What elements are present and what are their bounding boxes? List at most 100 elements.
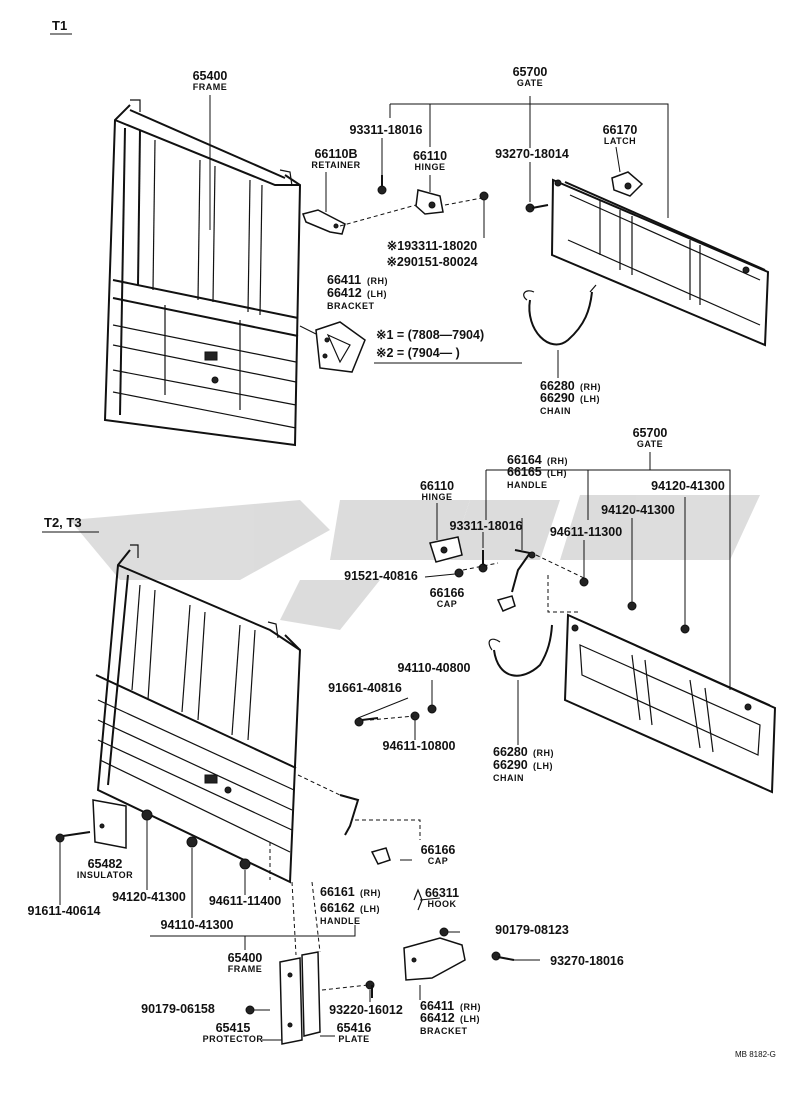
part-name: (LH) <box>367 289 387 299</box>
part-name: (RH) <box>533 748 554 758</box>
part-name: GATE <box>517 78 543 88</box>
footer-code: MB 8182-G <box>735 1050 776 1059</box>
part-name: (RH) <box>367 276 388 286</box>
label-t2-handle2-lh: 66162(LH) <box>320 901 380 915</box>
t1-bracket-drawing <box>315 321 366 373</box>
t1-frame-drawing <box>103 99 302 447</box>
t1-date-notes: ※1 = (7808—7904) ※2 = (7904— ) <box>374 328 522 364</box>
part-labels: 65400FRAME65700GATE93311-1801666110BRETA… <box>28 65 725 1044</box>
label-t2-chain-lh: 66290(LH) <box>493 758 553 772</box>
svg-text:T2, T3: T2, T3 <box>44 515 82 530</box>
part-name: (LH) <box>360 904 380 914</box>
part-number: 90179-06158 <box>141 1002 215 1016</box>
t1-retainer-drawing <box>302 209 346 235</box>
t2-insulator-drawing <box>55 799 127 849</box>
section-t1-header: T1 <box>50 18 72 35</box>
part-number: 94120-41300 <box>601 503 675 517</box>
label-t1-chain-rh: 66280(RH) <box>540 379 601 393</box>
label-t2-93311: 93311-18016 <box>450 519 523 533</box>
part-number: 91661-40816 <box>328 681 402 695</box>
label-t2-94611b: 94611-10800 <box>383 739 456 753</box>
label-t1-chain: CHAIN <box>540 406 571 416</box>
part-number: 66311 <box>425 886 459 900</box>
part-name: (RH) <box>460 1002 481 1012</box>
part-name: LATCH <box>604 136 636 146</box>
part-number: 93311-18016 <box>350 123 423 137</box>
part-number: 65400 <box>228 951 263 965</box>
part-name: FRAME <box>228 964 263 974</box>
label-t1-93270: 93270-18014 <box>495 147 569 161</box>
label-t2-94110a: 94110-40800 <box>398 661 471 675</box>
part-number: ※193311-18020 <box>387 239 477 253</box>
part-number: 66290 <box>540 391 575 405</box>
t2-frame-drawing <box>95 544 302 884</box>
label-t1-bracket: BRACKET <box>327 301 374 311</box>
label-t2-handle-lh: 66165 (LH) <box>507 465 567 479</box>
t2-hinge-drawing <box>429 536 463 563</box>
label-t2-handle: HANDLE <box>507 480 547 490</box>
label-t2-handle2-rh: 66161(RH) <box>320 885 381 899</box>
t1-bolts <box>377 175 549 213</box>
part-name: RETAINER <box>311 160 360 170</box>
label-t2-93220: 93220-16012 <box>329 1003 403 1017</box>
label-t1-n1: ※193311-18020 <box>387 239 477 253</box>
t2-handle2-drawing <box>339 794 391 865</box>
label-t2-bracket-rh: 66411 (RH) <box>420 999 481 1013</box>
part-name: PLATE <box>338 1034 369 1044</box>
label-t2-handle2: HANDLE <box>320 916 361 926</box>
t1-latch-drawing <box>611 171 644 197</box>
svg-text:※2 = (7904— ): ※2 = (7904— ) <box>376 346 460 360</box>
part-name: BRACKET <box>420 1026 468 1036</box>
t2-hook-bracket-drawing <box>403 888 515 981</box>
part-number: 94110-41300 <box>161 918 234 932</box>
label-t1-n2: ※290151-80024 <box>386 255 477 269</box>
part-number: 66411 <box>420 999 454 1013</box>
part-number: 66411 <box>327 273 361 287</box>
label-t2-91611: 91611-40614 <box>28 904 101 918</box>
part-number: 66166 <box>421 843 456 857</box>
part-number: 66165 <box>507 465 542 479</box>
part-number: 66110 <box>413 149 447 163</box>
part-number: 93270-18016 <box>550 954 624 968</box>
part-number: 66166 <box>430 586 465 600</box>
part-number: 93270-18014 <box>495 147 569 161</box>
part-name: HOOK <box>428 899 457 909</box>
label-t2-bracket: BRACKET <box>420 1026 468 1036</box>
part-number: 65400 <box>193 69 228 83</box>
t2-chain-drawing <box>488 624 553 677</box>
part-name: CAP <box>428 856 449 866</box>
part-number: 66110 <box>420 479 454 493</box>
part-number: 91611-40614 <box>28 904 101 918</box>
part-name: CAP <box>437 599 458 609</box>
label-t2-90179a: 90179-08123 <box>495 923 569 937</box>
label-t2-94110b: 94110-41300 <box>161 918 234 932</box>
section-t2-header: T2, T3 <box>42 515 99 533</box>
svg-text:T1: T1 <box>52 18 67 33</box>
part-number: 66164 <box>507 453 542 467</box>
t2-protector-plate-drawing <box>245 951 375 1045</box>
part-number: 65415 <box>216 1021 251 1035</box>
part-name: HANDLE <box>320 916 361 926</box>
t2-gate-drawing <box>563 613 777 794</box>
part-name: GATE <box>637 439 663 449</box>
t2-nuts <box>141 809 251 870</box>
label-t2-94611c: 94611-11400 <box>209 894 281 908</box>
part-name: FRAME <box>193 82 228 92</box>
part-number: 94110-40800 <box>398 661 471 675</box>
label-t2-91521: 91521-40816 <box>344 569 418 583</box>
label-t2-90179b: 90179-06158 <box>141 1002 215 1016</box>
part-number: 66412 <box>420 1011 455 1025</box>
label-t2-91661: 91661-40816 <box>328 681 402 695</box>
part-name: (LH) <box>547 468 567 478</box>
label-t2-94120a: 94120-41300 <box>651 479 725 493</box>
